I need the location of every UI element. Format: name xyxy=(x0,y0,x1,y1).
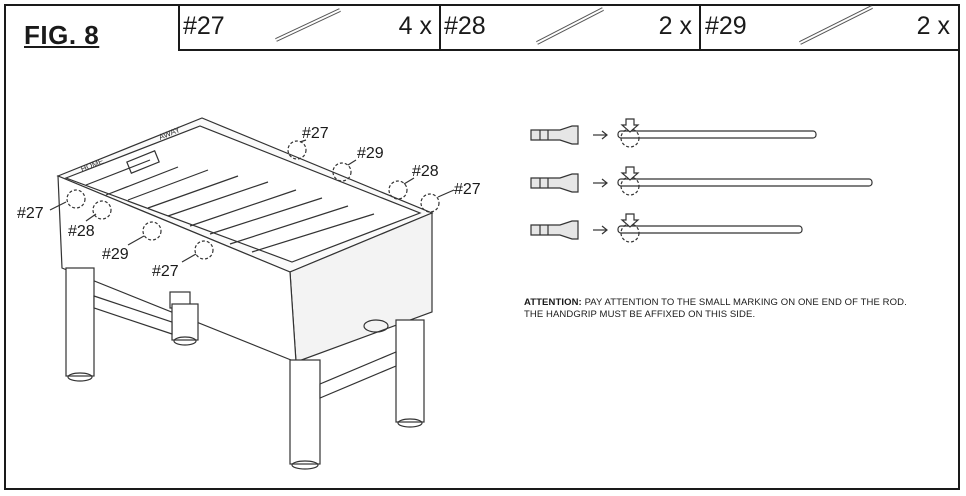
callout-27-left: #27 xyxy=(17,205,44,222)
foosball-table-drawing xyxy=(49,117,455,470)
figure-frame xyxy=(4,4,960,490)
callout-29-top: #29 xyxy=(357,145,384,162)
header-bottom-divider xyxy=(178,49,960,51)
part-29-qty: 2 x xyxy=(916,12,950,40)
handgrip-rod-row-2 xyxy=(530,166,873,196)
callout-27-right: #27 xyxy=(454,181,481,198)
rod-29-icon xyxy=(799,5,873,45)
part-27-code: #27 xyxy=(183,12,225,40)
rod-28-icon xyxy=(536,7,604,45)
rod-27-icon xyxy=(275,8,341,42)
attention-text: PAY ATTENTION TO THE SMALL MARKING ON ON… xyxy=(524,297,907,320)
part-28-qty: 2 x xyxy=(658,12,692,40)
callout-28-left: #28 xyxy=(68,223,95,240)
callout-28-right: #28 xyxy=(412,163,439,180)
header-divider-1 xyxy=(178,4,180,50)
attention-label: ATTENTION: xyxy=(524,297,582,308)
handgrip-rod-row-3 xyxy=(530,213,803,243)
handgrip-rod-row-1 xyxy=(530,118,817,148)
part-28-code: #28 xyxy=(444,12,486,40)
figure-title: FIG. 8 xyxy=(24,20,100,50)
part-27-qty: 4 x xyxy=(398,12,432,40)
callout-29-left: #29 xyxy=(102,246,129,263)
header-divider-3 xyxy=(699,4,701,50)
callout-27-top: #27 xyxy=(302,125,329,142)
attention-note: ATTENTION: PAY ATTENTION TO THE SMALL MA… xyxy=(524,297,924,321)
header-divider-2 xyxy=(439,4,441,50)
callout-27-bottom: #27 xyxy=(152,263,179,280)
part-29-code: #29 xyxy=(705,12,747,40)
